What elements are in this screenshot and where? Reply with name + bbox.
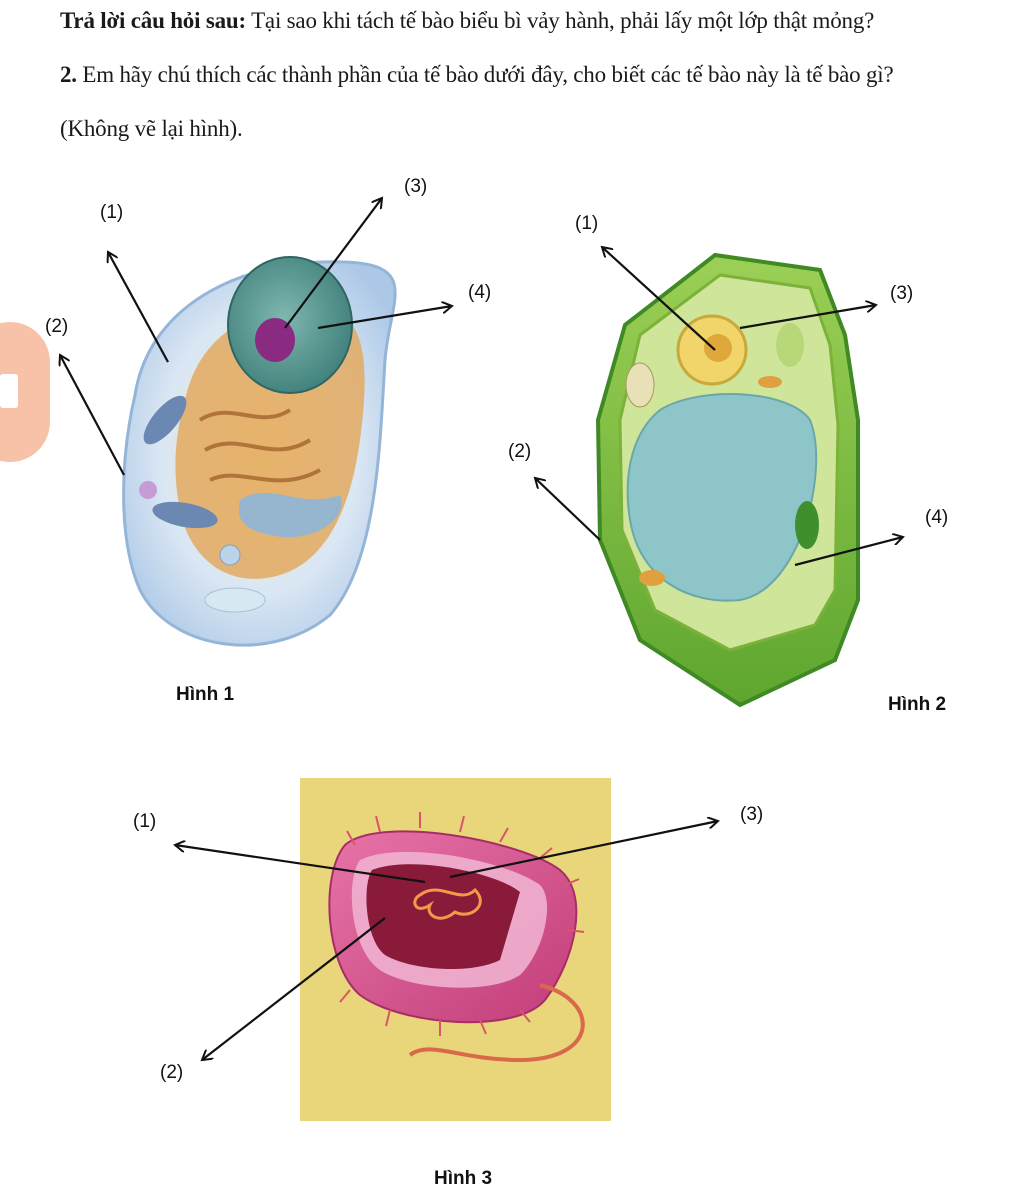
nucleus [227, 256, 353, 394]
question-line-2: 2. Em hãy chú thích các thành phần của t… [60, 62, 894, 88]
question-1-text: Tại sao khi tách tế bào biểu bì vảy hành… [245, 8, 875, 33]
fig2-arrow-1 [602, 247, 716, 351]
question-number: 2. [60, 62, 77, 87]
nucleoid [413, 887, 482, 920]
fig3-caption: Hình 3 [434, 1168, 493, 1189]
fig3-arrow-3 [449, 821, 718, 879]
flagellum [408, 983, 585, 1063]
fig3-label-2: (2) [160, 1062, 184, 1083]
bacteria-figure [328, 812, 585, 1063]
fig2-label-1: (1) [575, 213, 599, 234]
plant-cell-figure [595, 252, 860, 708]
side-video-tab[interactable] [0, 322, 50, 462]
nucleolus [704, 334, 732, 362]
fig3-arrow-1 [175, 845, 426, 884]
fig2-caption: Hình 2 [888, 694, 947, 715]
pili [339, 812, 585, 1036]
fig1-arrow-1 [108, 252, 169, 363]
fig1-caption: Hình 1 [176, 684, 235, 705]
golgi-apparatus [238, 492, 342, 538]
question-line-3: (Không vẽ lại hình). [60, 116, 243, 141]
fig3-label-3: (3) [740, 804, 764, 825]
question-line-1: Trả lời câu hỏi sau: Tại sao khi tách tế… [60, 8, 874, 34]
fig1-label-2: (2) [45, 316, 69, 337]
nucleolus [255, 318, 295, 362]
fig1-arrow-4 [317, 306, 452, 330]
fig1-label-4: (4) [468, 282, 492, 303]
fig1-label-1: (1) [100, 202, 124, 223]
fig1-arrow-2 [60, 355, 125, 476]
animal-cell-figure [122, 256, 397, 647]
question-2-text: Em hãy chú thích các thành phần của tế b… [76, 62, 894, 87]
chloroplast [795, 501, 819, 549]
fig2-arrow-3 [739, 305, 876, 330]
fig1-label-3: (3) [404, 176, 428, 197]
fig3-arrow-2 [202, 917, 386, 1060]
vacuole [626, 392, 818, 602]
video-camera-icon [0, 374, 18, 408]
fig2-label-2: (2) [508, 441, 532, 462]
fig2-arrow-2 [535, 478, 601, 541]
fig2-label-4: (4) [925, 507, 949, 528]
fig2-label-3: (3) [890, 283, 914, 304]
fig1-arrow-3 [284, 198, 382, 329]
question-heading: Trả lời câu hỏi sau: [60, 8, 246, 33]
mitochondrion [152, 501, 218, 529]
fig2-arrow-4 [794, 537, 903, 567]
fig3-label-1: (1) [133, 811, 157, 832]
